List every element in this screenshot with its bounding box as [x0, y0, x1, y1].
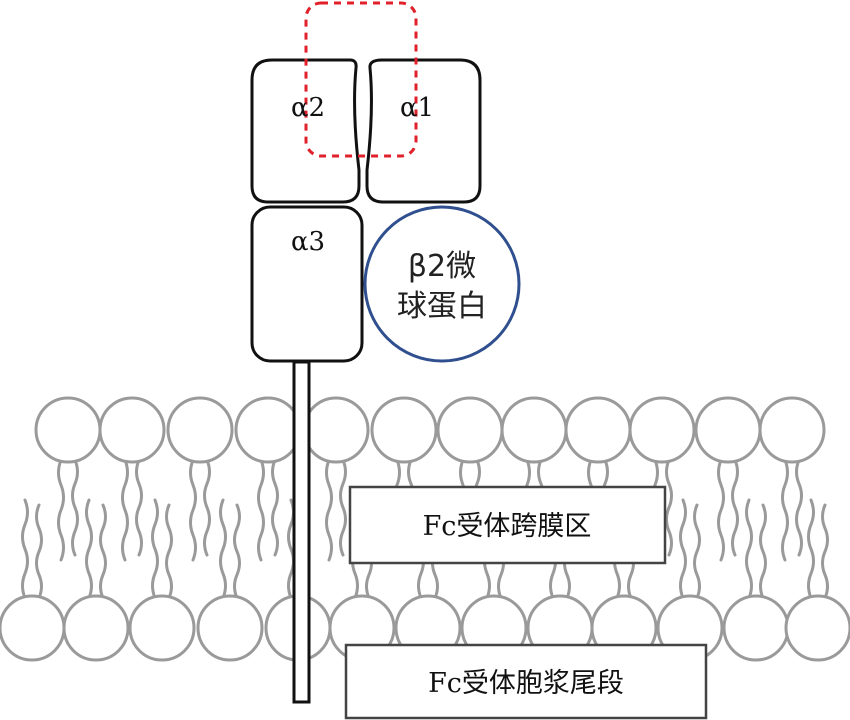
lipid-head	[196, 594, 264, 662]
lipid-tail	[759, 503, 767, 600]
transmembrane-box	[348, 485, 667, 565]
lipid-head	[436, 396, 504, 464]
alpha2-label: α2	[291, 93, 325, 123]
lipid-head	[694, 396, 762, 464]
lipid-head	[128, 594, 196, 662]
lipid-head	[628, 396, 696, 464]
alpha3-domain	[250, 205, 364, 363]
lipid-tail	[821, 503, 829, 600]
binding-groove-highlight	[304, 1, 418, 158]
lipid-head	[564, 396, 632, 464]
lipid-tail	[189, 458, 197, 562]
beta2-microglobulin-circle	[363, 205, 521, 363]
alpha3-label: α3	[291, 227, 325, 257]
lipid-tail	[219, 498, 227, 600]
lipid-tail	[807, 498, 815, 600]
lipid-head	[784, 594, 850, 662]
lipid-head	[234, 396, 302, 464]
lipid-tail	[679, 498, 687, 600]
lipid-tail	[151, 498, 159, 600]
lipid-tail	[203, 458, 211, 557]
lipid-tail	[693, 503, 701, 600]
lipid-head	[722, 594, 790, 662]
lipid-tail	[21, 498, 29, 600]
alpha2-domain	[250, 58, 361, 204]
lipid-tail	[99, 503, 107, 600]
lipid-tail	[57, 458, 65, 562]
beta2m-label-line1: β2微	[408, 249, 476, 284]
cytoplasmic-label: Fc受体胞浆尾段	[428, 668, 624, 699]
lipid-tail	[665, 458, 673, 557]
lipid-tail	[745, 498, 753, 600]
lipid-tail	[795, 458, 803, 557]
lipid-head	[62, 594, 130, 662]
lipid-tail	[257, 458, 265, 562]
lipid-head	[758, 396, 826, 464]
beta2m-label-line2: 球蛋白	[397, 289, 487, 324]
lipid-tail	[35, 503, 43, 600]
receptor-stalk	[292, 360, 311, 704]
alpha1-label: α1	[400, 93, 434, 123]
lipid-head	[0, 594, 66, 662]
lipid-bilayer	[0, 396, 850, 662]
lipid-head	[98, 396, 166, 464]
lipid-head	[34, 396, 102, 464]
alpha1-domain	[365, 58, 482, 204]
lipid-head	[500, 396, 568, 464]
lipid-tail	[165, 503, 173, 600]
lipid-head	[166, 396, 234, 464]
cytoplasmic-box	[344, 643, 708, 720]
lipid-tail	[717, 458, 725, 562]
lipid-tail	[135, 458, 143, 557]
lipid-tail	[271, 458, 279, 557]
lipid-heads	[0, 396, 850, 662]
transmembrane-label: Fc受体跨膜区	[423, 511, 592, 542]
lipid-tail	[325, 458, 333, 562]
lipid-head	[370, 396, 438, 464]
lipid-tail	[731, 458, 739, 557]
lipid-tail	[781, 458, 789, 562]
lipid-tail	[71, 458, 79, 557]
lipid-head	[302, 396, 370, 464]
lipid-tail	[85, 498, 93, 600]
lipid-tail	[233, 503, 241, 600]
lipid-tail	[121, 458, 129, 562]
lipid-tail	[339, 458, 347, 557]
